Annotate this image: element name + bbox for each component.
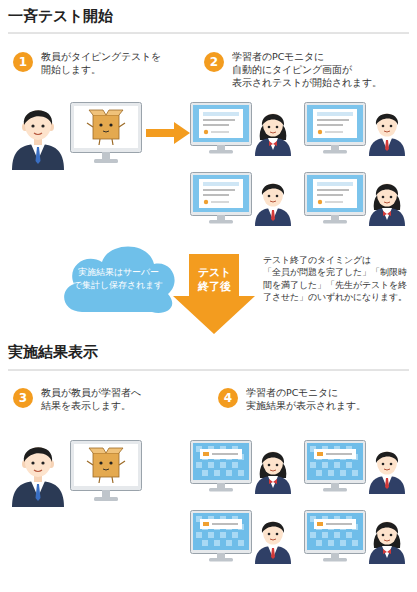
text-line: 学習者のPCモニタに [246,387,417,400]
section-rule [8,370,409,371]
step-description: 学習者のPCモニタに 自動的にタイピング画面が 表示されテストが開始されます。 [232,51,407,89]
text-line: 実施結果表示 [8,343,308,362]
text-line: 4 [218,388,238,408]
student-figure [255,114,291,157]
step-number: 2 [204,52,224,72]
step-number: 4 [218,388,238,408]
teacher-figure [12,110,64,170]
text-line: 「全員が問題を完了した」「制限時間を満了した」「先生がテストを終了させた」のいず… [263,266,413,303]
text-line: 終了後 [191,280,237,294]
end-arrow: テスト 終了後 [173,254,255,334]
section-rule [8,33,409,34]
student-figure [369,522,405,565]
result-monitor [305,511,366,562]
student-figure [255,522,291,565]
text-line: 一斉テスト開始 [8,7,308,26]
teacher-figure [12,447,64,507]
student-monitor [191,103,252,154]
arrow-text: テスト 終了後 [191,266,237,295]
text-line: で集計し保存されます [56,279,180,292]
section-heading: 実施結果表示 [8,343,308,362]
student-figure [369,184,405,227]
text-line: 結果を表示します。 [41,400,191,413]
step-number: 3 [13,388,33,408]
text-line: 表示されテストが開始されます。 [232,77,407,90]
text-line: 学習者のPCモニタに [232,51,407,64]
text-line: 2 [204,52,224,72]
start-arrow [146,122,190,144]
text-line: 3 [13,388,33,408]
text-line: 開始します。 [41,64,181,77]
text-line: 実施結果が表示されます。 [246,400,417,413]
step-description: 学習者のPCモニタに 実施結果が表示されます。 [246,387,417,413]
section-heading: 一斉テスト開始 [8,7,308,26]
server-cloud: 実施結果はサーバー で集計し保存されます [56,236,180,318]
step-badge: 3教員が教員が学習者へ 結果を表示します。 [13,388,33,408]
student-monitor [305,103,366,154]
student-figure [369,114,405,157]
text-line: テスト [191,266,237,280]
text-line: 1 [13,52,33,72]
text-line: テスト終了のタイミングは [263,254,413,266]
step-badge: 2学習者のPCモニタに 自動的にタイピング画面が 表示されテストが開始されます。 [204,52,224,72]
step-number: 1 [13,52,33,72]
teacher-monitor [71,441,142,502]
text-line: 実施結果はサーバー [56,266,180,279]
text-line: 教員が教員が学習者へ [41,387,191,400]
down-arrow-shape [173,254,255,334]
step-description: 教員がタイピングテストを 開始します。 [41,51,181,77]
student-monitor [305,173,366,224]
result-monitor [191,511,252,562]
student-figure [369,452,405,495]
cloud-text: 実施結果はサーバー で集計し保存されます [56,266,180,291]
teacher-monitor [71,103,142,164]
student-figure [255,184,291,227]
student-figure [255,452,291,495]
step-badge: 1教員がタイピングテストを 開始します。 [13,52,33,72]
result-monitor [191,441,252,492]
text-line: 教員がタイピングテストを [41,51,181,64]
step-badge: 4学習者のPCモニタに 実施結果が表示されます。 [218,388,238,408]
note-text: テスト終了のタイミングは 「全員が問題を完了した」「制限時間を満了した」「先生が… [263,254,413,303]
result-monitor [305,441,366,492]
step-description: 教員が教員が学習者へ 結果を表示します。 [41,387,191,413]
text-line: 自動的にタイピング画面が [232,64,407,77]
student-monitor [191,173,252,224]
